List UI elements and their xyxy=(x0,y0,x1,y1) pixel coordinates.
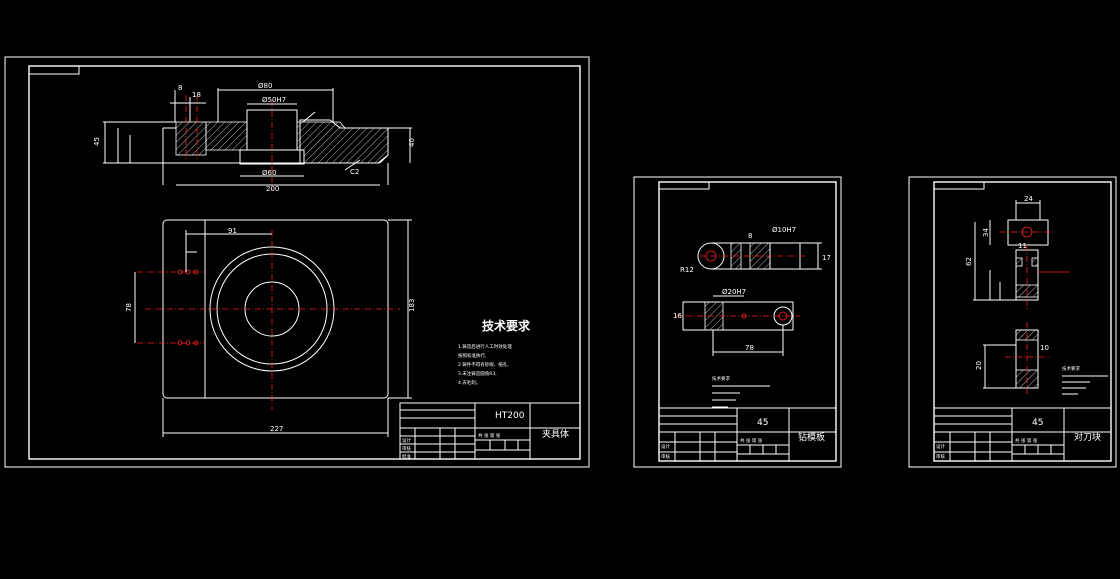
sheet2-dim-3: Ø10H7 xyxy=(772,226,796,234)
sheet2-dim-2: Ø20H7 xyxy=(722,288,746,296)
dim-small-b: 18 xyxy=(192,91,201,99)
tb2-design: 设计 xyxy=(661,443,670,450)
sheet-1-material: HT200 xyxy=(495,411,525,421)
sheet3-dim-6: 10 xyxy=(1040,344,1049,352)
sheet-3-notes: 技术要求 xyxy=(1062,365,1108,395)
sheet-3-outer-border xyxy=(908,176,1117,468)
dim-left-height: 45 xyxy=(93,137,101,146)
section-view: Ø80 Ø50H7 Ø60 200 45 40 8 18 C2 xyxy=(93,82,416,193)
plan-view: 91 78 227 183 xyxy=(125,219,416,437)
dim-overall-height: 183 xyxy=(408,299,416,312)
tech-note-4: 3.未注铸造圆角R3, xyxy=(458,370,497,377)
sheet-2-corner-tag xyxy=(658,181,710,190)
sheet-3-part-name: 对刀块 xyxy=(1074,431,1101,443)
sheet2-dim-1: R12 xyxy=(680,266,694,274)
dowel-holes xyxy=(177,269,199,346)
tech-note-1: 1.铸造后进行人工时效处理 xyxy=(458,343,512,350)
sheet3-dim-2: 62 xyxy=(965,257,973,266)
dim-hole-spacing: 78 xyxy=(125,303,133,312)
tb2-sheets: 共 张 第 张 xyxy=(740,437,763,444)
sheet-2-drill-plate: R12 Ø10H7 17 8 Ø20H7 78 16 技术要求 xyxy=(633,176,842,468)
dim-hole-offset: 91 xyxy=(228,227,237,235)
setting-block-top-view: 24 xyxy=(989,195,1055,246)
technical-requirements: 技术要求 1.铸造后进行人工时效处理 按照标准执行, 2.铸件不得有砂眼、缩孔,… xyxy=(458,318,531,386)
sheet-3-title-block: 45 对刀块 设计 审核 共 张 第 张 xyxy=(933,407,1112,462)
sheet-3-tool-setting-block: 24 62 34 11 20 xyxy=(908,176,1117,468)
tech-note-3: 2.铸件不得有砂眼、缩孔, xyxy=(458,361,509,368)
sheet-3-inner-border xyxy=(933,181,1112,462)
tb3-sheets: 共 张 第 张 xyxy=(1015,437,1038,444)
tb2-check: 审核 xyxy=(661,453,670,460)
sheet-1-corner-tag xyxy=(28,65,80,75)
sheet3-dim-5: 20 xyxy=(975,361,983,370)
sheet-1-outer-border xyxy=(4,56,590,468)
sheet-1-title-block: HT200 夹具体 设计 审核 批准 共 张 第 张 xyxy=(399,402,581,460)
tech-heading: 技术要求 xyxy=(482,318,531,333)
tech-note-5: 4.去毛刺。 xyxy=(458,379,480,386)
sheet-2-outer-border xyxy=(633,176,842,468)
tb3-check: 审核 xyxy=(936,453,945,460)
sheet2-dim-7: 8 xyxy=(748,232,752,240)
sheet-2-part-name: 钻模板 xyxy=(798,431,825,443)
drill-plate-top-view: Ø20H7 78 16 xyxy=(673,288,800,356)
sheet-3-material: 45 xyxy=(1032,418,1043,428)
sheet2-dim-5: 17 xyxy=(822,254,831,262)
dim-bottom-bore: Ø60 xyxy=(262,169,276,177)
sheet2-dim-4: 78 xyxy=(745,344,754,352)
sheet-1-part-name: 夹具体 xyxy=(542,428,569,440)
tb1-approve: 批准 xyxy=(402,453,411,460)
drill-plate-front-view: R12 Ø10H7 17 8 xyxy=(680,226,831,274)
sheet3-dim-4: 11 xyxy=(1018,242,1027,250)
tb3-design: 设计 xyxy=(936,443,945,450)
sheet2-dim-6: 16 xyxy=(673,312,682,320)
sheet-1-fixture-body: Ø80 Ø50H7 Ø60 200 45 40 8 18 C2 xyxy=(4,56,590,468)
sheet3-notes-heading: 技术要求 xyxy=(1062,365,1080,372)
tech-note-2: 按照标准执行, xyxy=(458,352,486,359)
dim-overall-length: 227 xyxy=(270,425,283,433)
setting-block-front-view: 62 34 11 xyxy=(965,222,1070,310)
sheet-2-notes: 技术要求 xyxy=(712,375,770,408)
dim-right-height: 40 xyxy=(408,138,416,147)
dim-top-width: Ø80 xyxy=(258,82,272,90)
setting-block-side-view: 20 10 xyxy=(975,322,1050,395)
sheet3-dim-3: 34 xyxy=(982,228,990,237)
dim-base-length: 200 xyxy=(266,185,279,193)
dim-chamfer: C2 xyxy=(350,168,359,176)
tb1-check: 审核 xyxy=(402,445,411,452)
sheet-2-title-block: 45 钻模板 设计 审核 共 张 第 张 xyxy=(658,407,837,462)
tb1-design: 设计 xyxy=(402,437,411,444)
sheet-1-inner-border xyxy=(28,65,581,460)
dim-small-a: 8 xyxy=(178,84,182,92)
sheet-2-material: 45 xyxy=(757,418,768,428)
sheet-3-corner-tag xyxy=(933,181,985,190)
dim-bore: Ø50H7 xyxy=(262,96,286,104)
tb1-sheets: 共 张 第 张 xyxy=(478,432,501,439)
sheet-2-inner-border xyxy=(658,181,837,462)
sheet3-dim-1: 24 xyxy=(1024,195,1033,203)
sheet2-notes-heading: 技术要求 xyxy=(712,375,730,382)
